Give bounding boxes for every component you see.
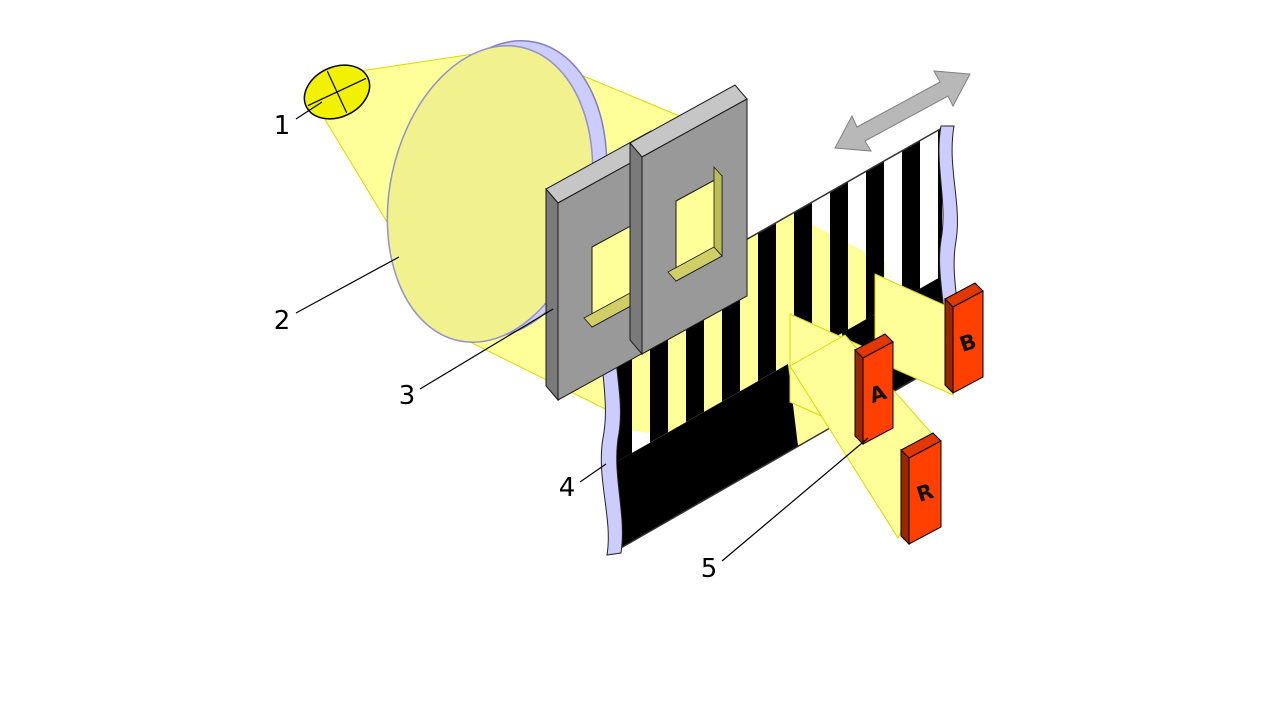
detector-b-front-face xyxy=(952,290,984,394)
detector-b-side-face xyxy=(944,297,954,395)
detector-r-front-face xyxy=(908,440,942,545)
callout-4-line xyxy=(579,463,607,483)
callout-3-label: 3 xyxy=(399,381,416,411)
callout-5-label: 5 xyxy=(701,554,718,584)
callout-2-label: 2 xyxy=(274,306,291,336)
detector-r: R xyxy=(900,432,942,546)
mask-b-hole-right-wall xyxy=(713,165,723,258)
callout-5-line xyxy=(721,437,869,562)
beam-to-detector-b xyxy=(874,273,954,396)
lamp-cross-vertical xyxy=(326,70,348,114)
callout-4-label: 4 xyxy=(559,473,576,503)
scale-left-wavy-edge xyxy=(600,317,623,556)
scale-bottom-edge xyxy=(611,357,953,554)
callout-1-label: 1 xyxy=(274,111,291,141)
detector-b: B xyxy=(944,282,984,395)
detector-r-side-face xyxy=(900,448,910,546)
mask-window-b-frame xyxy=(629,84,748,356)
index-track-left xyxy=(602,364,798,553)
callout-2-line xyxy=(295,256,400,314)
detector-a-front-face xyxy=(862,341,894,445)
lamp xyxy=(303,64,371,120)
mask-b-front-face xyxy=(641,98,748,355)
scale-stripes-track xyxy=(602,128,942,470)
motion-arrow-icon xyxy=(834,70,971,152)
mask-a-left-face xyxy=(545,187,559,402)
detector-r-label: R xyxy=(914,479,937,507)
detector-b-label: B xyxy=(957,329,980,357)
callout-3-line xyxy=(419,308,554,390)
callout-1-line xyxy=(295,101,323,120)
detector-a-side-face xyxy=(854,348,864,446)
detector-a: A xyxy=(854,333,894,446)
mask-b-left-face xyxy=(629,141,643,356)
